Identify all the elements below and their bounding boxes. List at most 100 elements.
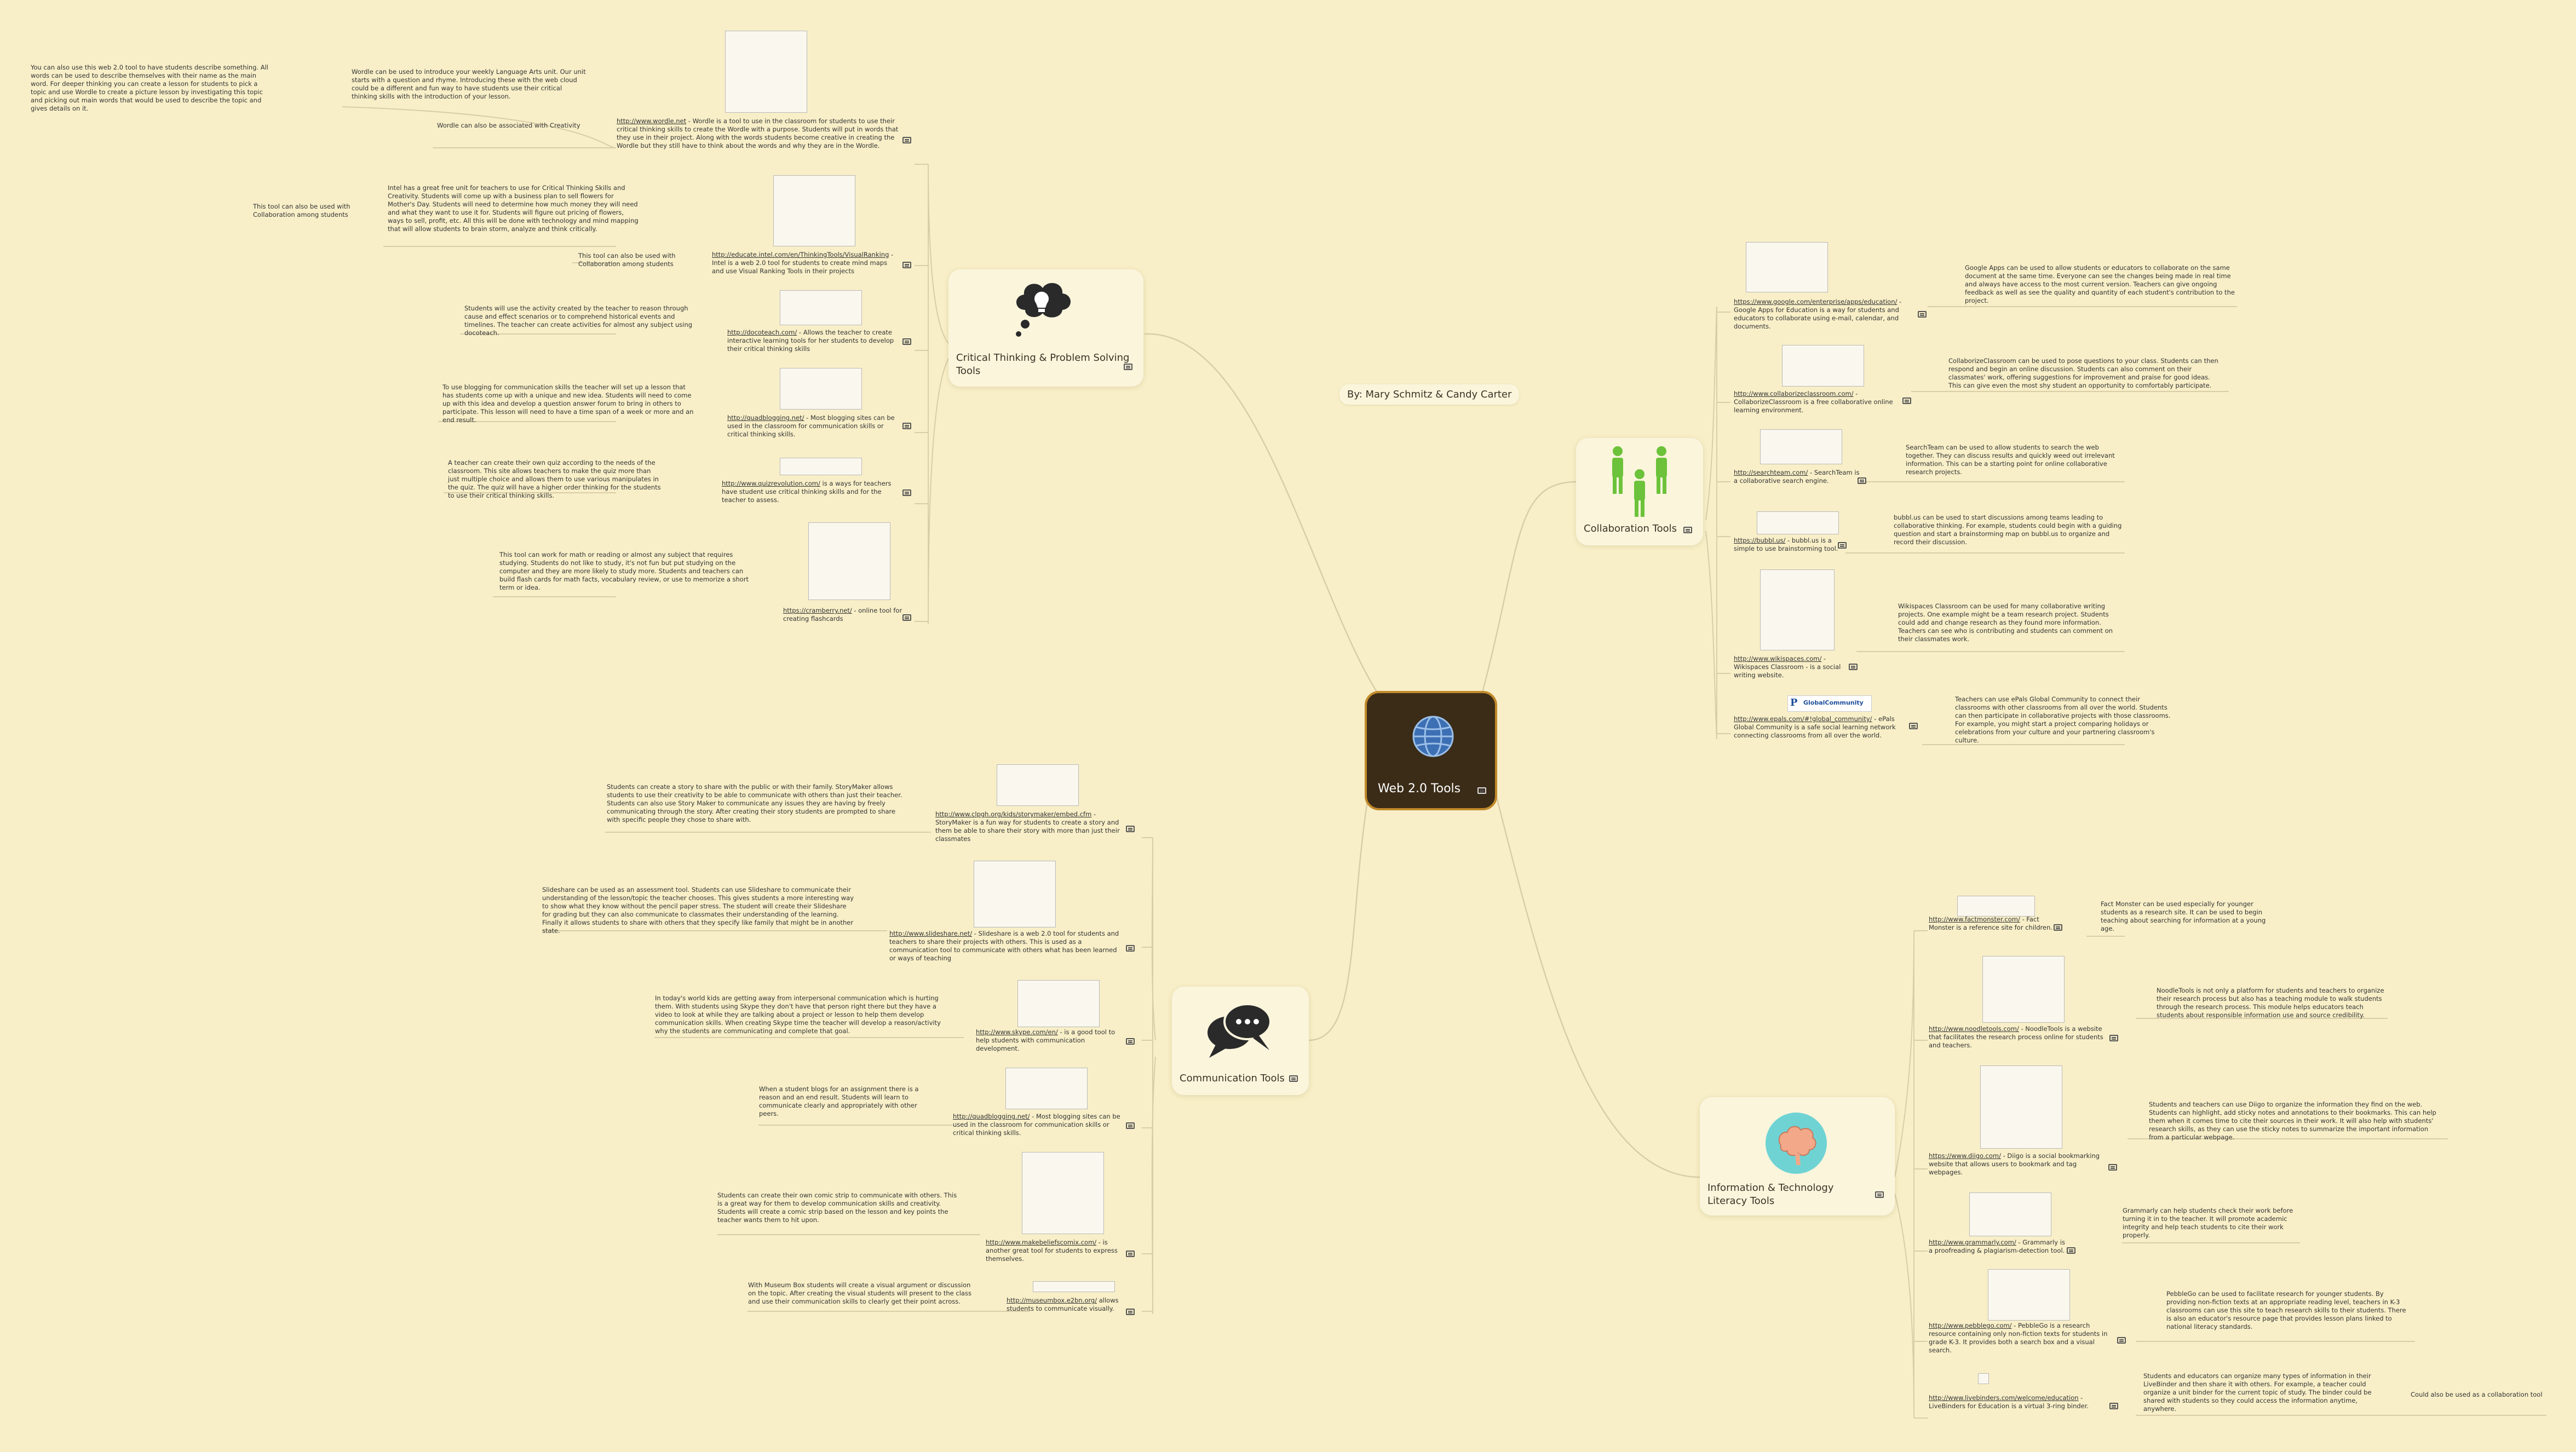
collaborize-leaf[interactable]: http://www.collaborizeclassroom.com/ - C… <box>1734 390 1893 414</box>
factmonster-leaf[interactable]: http://www.factmonster.com/ - Fact Monst… <box>1929 915 2053 931</box>
note-icon[interactable] <box>1126 1251 1135 1257</box>
note-icon[interactable] <box>1838 542 1847 549</box>
skype-leaf[interactable]: http://www.skype.com/en/ - is a good too… <box>976 1028 1116 1052</box>
note-icon[interactable] <box>902 423 911 429</box>
grammarly-leaf[interactable]: http://www.grammarly.com/ - Grammarly is… <box>1929 1238 2065 1254</box>
searchteam-leaf[interactable]: http://searchteam.com/ - SearchTeam is a… <box>1734 469 1860 485</box>
noodletools-desc-note[interactable]: NoodleTools is not only a platform for s… <box>2157 987 2384 1019</box>
google-apps-link[interactable]: https://www.google.com/enterprise/apps/e… <box>1734 298 1898 306</box>
topic-communication[interactable]: Communication Tools <box>1172 987 1309 1095</box>
bubblus-link[interactable]: https://bubbl.us/ <box>1734 537 1786 544</box>
storymaker-link[interactable]: http://www.clpgh.org/kids/storymaker/emb… <box>935 810 1092 818</box>
grammarly-desc-note[interactable]: Grammarly can help students check their … <box>2123 1207 2293 1239</box>
collaborize-desc-note[interactable]: CollaborizeClassroom can be used to pose… <box>1948 357 2218 389</box>
comix-link[interactable]: http://www.makebeliefscomix.com/ <box>986 1238 1097 1246</box>
author-label[interactable]: By: Mary Schmitz & Candy Carter <box>1339 384 1520 405</box>
note-icon[interactable] <box>1289 1075 1298 1082</box>
quadblogging-comm-leaf[interactable]: http://quadblogging.net/ - Most blogging… <box>953 1113 1120 1137</box>
note-icon[interactable] <box>902 137 911 143</box>
note-icon[interactable] <box>1858 477 1866 484</box>
quadblogging-comm-link[interactable]: http://quadblogging.net/ <box>953 1113 1030 1120</box>
skype-desc-note[interactable]: In today's world kids are getting away f… <box>655 994 941 1035</box>
topic-information-technology[interactable]: Information & Technology Literacy Tools <box>1700 1097 1895 1215</box>
docoteach-link[interactable]: http://docoteach.com/ <box>727 329 797 336</box>
comix-leaf[interactable]: http://www.makebeliefscomix.com/ - is an… <box>986 1238 1118 1263</box>
quizrevolution-leaf[interactable]: http://www.quizrevolution.com/ is a ways… <box>722 480 892 504</box>
livebinders-desc-note[interactable]: Students and educators can organize many… <box>2143 1372 2372 1413</box>
slideshare-link[interactable]: http://www.slideshare.net/ <box>889 930 973 937</box>
intel-leaf[interactable]: http://educate.intel.com/en/ThinkingTool… <box>712 251 894 275</box>
note-icon[interactable] <box>2054 924 2062 931</box>
note-icon[interactable] <box>2108 1164 2117 1171</box>
diigo-link[interactable]: https://www.diigo.com/ <box>1929 1152 2001 1160</box>
bubblus-leaf[interactable]: https://bubbl.us/ - bubbl.us is a simple… <box>1734 537 1838 552</box>
livebinders-leaf[interactable]: http://www.livebinders.com/welcome/educa… <box>1929 1394 2089 1410</box>
note-icon[interactable] <box>1126 826 1135 832</box>
note-icon[interactable] <box>902 489 911 496</box>
quadblogging-comm-desc-note[interactable]: When a student blogs for an assignment t… <box>759 1085 919 1117</box>
comix-desc-note[interactable]: Students can create their own comic stri… <box>717 1191 957 1224</box>
pebblego-link[interactable]: http://www.pebblego.com/ <box>1929 1322 2012 1329</box>
cramberry-link[interactable]: https://cramberry.net/ <box>783 607 852 614</box>
wordle-creativity-note[interactable]: Wordle can also be associated with Creat… <box>437 122 580 129</box>
cramberry-desc-note[interactable]: This tool can work for math or reading o… <box>499 551 749 591</box>
intel-collab-note-2[interactable]: This tool can also be used with Collabor… <box>578 252 676 268</box>
docoteach-desc-note[interactable]: Students will use the activity created b… <box>464 304 693 337</box>
note-icon[interactable] <box>902 262 911 268</box>
storymaker-desc-note[interactable]: Students can create a story to share wit… <box>607 783 902 823</box>
slideshare-desc-note[interactable]: Slideshare can be used as an assessment … <box>542 886 854 935</box>
note-icon[interactable] <box>1875 1191 1884 1198</box>
museumbox-link[interactable]: http://museumbox.e2bn.org/ <box>1007 1297 1097 1304</box>
skype-link[interactable]: http://www.skype.com/en/ <box>976 1028 1058 1036</box>
topic-critical-thinking[interactable]: Critical Thinking & Problem Solving Tool… <box>948 269 1143 387</box>
note-icon[interactable] <box>1918 311 1927 318</box>
note-icon[interactable] <box>2109 1403 2118 1409</box>
google-apps-leaf[interactable]: https://www.google.com/enterprise/apps/e… <box>1734 298 1902 330</box>
diigo-leaf[interactable]: https://www.diigo.com/ - Diigo is a soci… <box>1929 1152 2100 1176</box>
epals-leaf[interactable]: http://www.epals.com/#!global_community/… <box>1734 715 1896 739</box>
quizrevolution-link[interactable]: http://www.quizrevolution.com/ <box>722 480 820 487</box>
note-icon[interactable] <box>1849 664 1858 670</box>
note-icon[interactable] <box>2067 1247 2075 1254</box>
intel-collab-note[interactable]: This tool can also be used with Collabor… <box>253 203 350 218</box>
wordle-extra-note[interactable]: You can also use this web 2.0 tool to ha… <box>31 64 268 112</box>
museumbox-leaf[interactable]: http://museumbox.e2bn.org/ allows studen… <box>1007 1297 1119 1312</box>
searchteam-link[interactable]: http://searchteam.com/ <box>1734 469 1808 476</box>
factmonster-link[interactable]: http://www.factmonster.com/ <box>1929 915 2020 923</box>
note-icon[interactable] <box>1909 723 1918 729</box>
epals-desc-note[interactable]: Teachers can use ePals Global Community … <box>1955 695 2171 744</box>
quadblogging-desc-note[interactable]: To use blogging for communication skills… <box>442 383 694 424</box>
wordle-leaf[interactable]: http://www.wordle.net - Wordle is a tool… <box>617 117 899 149</box>
livebinders-link[interactable]: http://www.livebinders.com/welcome/educa… <box>1929 1394 2079 1402</box>
factmonster-desc-note[interactable]: Fact Monster can be used especially for … <box>2101 900 2266 932</box>
quadblogging-leaf[interactable]: http://quadblogging.net/ - Most blogging… <box>727 414 895 438</box>
note-icon[interactable] <box>1126 1309 1135 1315</box>
museumbox-desc-note[interactable]: With Museum Box students will create a v… <box>748 1281 971 1305</box>
note-icon[interactable] <box>1126 1038 1135 1045</box>
central-topic[interactable]: Web 2.0 Tools <box>1365 691 1497 810</box>
docoteach-leaf[interactable]: http://docoteach.com/ - Allows the teach… <box>727 329 894 353</box>
bubblus-desc-note[interactable]: bubbl.us can be used to start discussion… <box>1894 514 2122 546</box>
noodletools-leaf[interactable]: http://www.noodletools.com/ - NoodleTool… <box>1929 1025 2103 1049</box>
quizrevolution-desc-note[interactable]: A teacher can create their own quiz acco… <box>448 459 661 499</box>
note-icon[interactable] <box>1126 1122 1135 1129</box>
wikispaces-link[interactable]: http://www.wikispaces.com/ <box>1734 655 1822 662</box>
grammarly-link[interactable]: http://www.grammarly.com/ <box>1929 1238 2016 1246</box>
wikispaces-desc-note[interactable]: Wikispaces Classroom can be used for man… <box>1898 602 2113 643</box>
epals-link[interactable]: http://www.epals.com/#!global_community/ <box>1734 715 1872 723</box>
note-icon[interactable] <box>1477 787 1486 794</box>
noodletools-link[interactable]: http://www.noodletools.com/ <box>1929 1025 2019 1033</box>
cramberry-leaf[interactable]: https://cramberry.net/ - online tool for… <box>783 607 902 623</box>
pebblego-leaf[interactable]: http://www.pebblego.com/ - PebbleGo is a… <box>1929 1322 2108 1354</box>
wordle-intro-note[interactable]: Wordle can be used to introduce your wee… <box>352 68 586 100</box>
quadblogging-link[interactable]: http://quadblogging.net/ <box>727 414 804 422</box>
note-icon[interactable] <box>2117 1337 2126 1344</box>
livebinders-collab-note[interactable]: Could also be used as a collaboration to… <box>2411 1391 2543 1398</box>
wikispaces-leaf[interactable]: http://www.wikispaces.com/ - Wikispaces … <box>1734 655 1841 679</box>
collaborize-link[interactable]: http://www.collaborizeclassroom.com/ <box>1734 390 1854 397</box>
note-icon[interactable] <box>902 614 911 621</box>
diigo-desc-note[interactable]: Students and teachers can use Diigo to o… <box>2149 1100 2436 1141</box>
pebblego-desc-note[interactable]: PebbleGo can be used to facilitate resea… <box>2166 1290 2406 1330</box>
note-icon[interactable] <box>1683 527 1692 533</box>
note-icon[interactable] <box>1126 945 1135 952</box>
